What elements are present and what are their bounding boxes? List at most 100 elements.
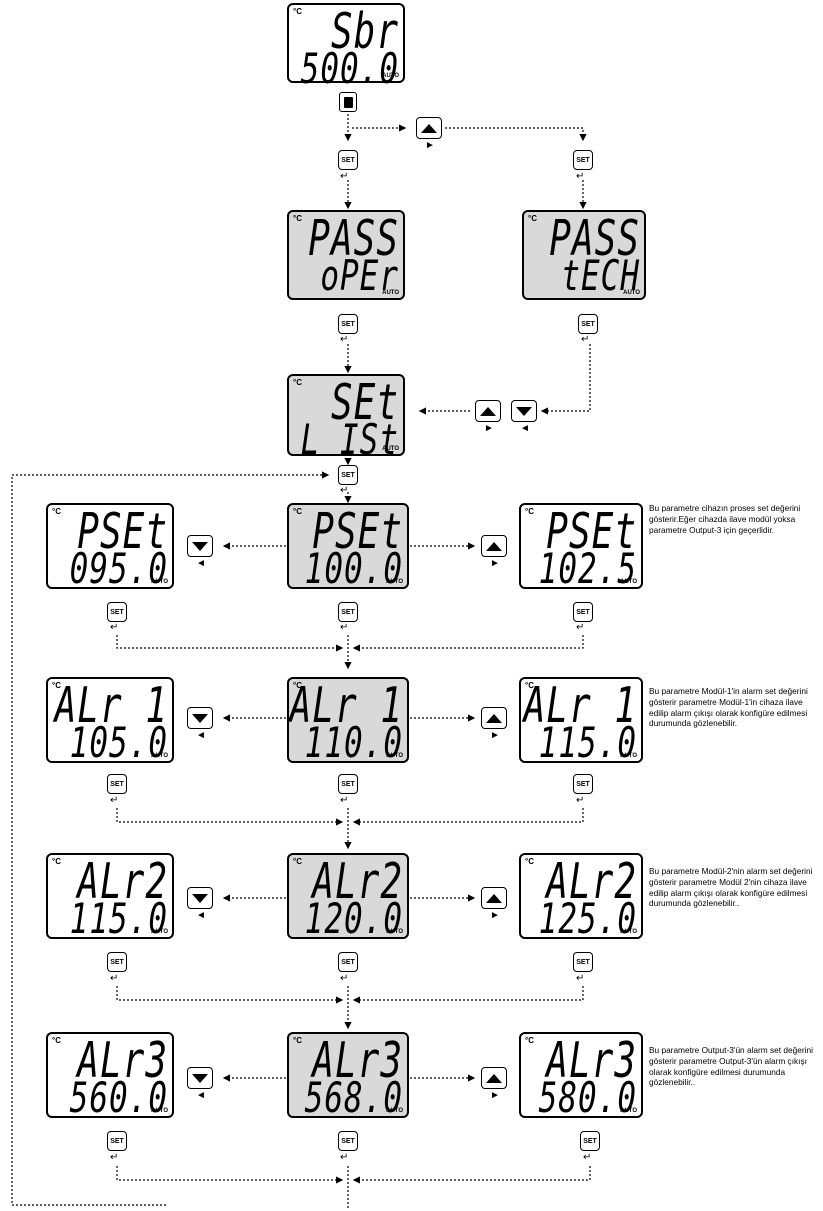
up-arrow-icon	[486, 713, 502, 723]
set-button[interactable]: SET	[573, 774, 593, 794]
set-button[interactable]: SET	[338, 1131, 358, 1151]
set-button[interactable]: SET	[338, 150, 358, 170]
up-arrow-key[interactable]	[481, 707, 507, 729]
set-button-label: SET	[341, 1137, 355, 1145]
set-button[interactable]: SET	[578, 314, 598, 334]
left-indicator-icon: ◄	[196, 910, 206, 921]
display-mode: AUTO	[151, 1108, 168, 1114]
set-button-label: SET	[110, 958, 124, 966]
set-button-label: SET	[576, 156, 590, 164]
enter-icon: ↵	[340, 795, 349, 806]
display-pset-current: °C PSEt 100.0 AUTO	[287, 503, 409, 594]
set-button[interactable]: SET	[107, 1131, 127, 1151]
display-mode: AUTO	[151, 579, 168, 585]
down-arrow-key[interactable]	[187, 1067, 213, 1089]
display-mode: AUTO	[386, 1108, 403, 1114]
display-pset-increased: °C PSEt 102.5 AUTO	[519, 503, 643, 594]
down-arrow-key[interactable]	[187, 887, 213, 909]
display-mode: AUTO	[620, 579, 637, 585]
enter-icon: ↵	[340, 485, 349, 496]
set-button[interactable]: SET	[573, 602, 593, 622]
display-line1: ALr 1	[523, 679, 637, 735]
document-icon	[343, 96, 353, 108]
set-button-label: SET	[581, 320, 595, 328]
display-unit: °C	[528, 214, 537, 223]
set-button-label: SET	[341, 471, 355, 479]
display-unit: °C	[52, 1036, 61, 1045]
set-button[interactable]: SET	[107, 952, 127, 972]
connector	[116, 635, 344, 652]
display-pass-oper: °C PASS oPEr AUTO	[287, 210, 405, 301]
display-line1: ALr2	[77, 855, 168, 911]
set-button-label: SET	[341, 320, 355, 328]
set-button-label: SET	[576, 780, 590, 788]
enter-icon: ↵	[340, 622, 349, 633]
display-mode: AUTO	[623, 290, 640, 296]
menu-document-key[interactable]	[339, 92, 357, 112]
down-arrow-key[interactable]	[511, 400, 537, 422]
down-arrow-icon	[192, 1073, 208, 1083]
connector	[445, 127, 587, 142]
display-mode: AUTO	[620, 753, 637, 759]
set-button[interactable]: SET	[107, 602, 127, 622]
up-arrow-key[interactable]	[481, 535, 507, 557]
set-button[interactable]: SET	[573, 150, 593, 170]
display-alr2-increased: °C ALr2 125.0 AUTO	[519, 853, 643, 944]
display-mode: AUTO	[151, 753, 168, 759]
enter-icon: ↵	[110, 973, 119, 984]
display-line1: ALr 1	[54, 679, 168, 735]
right-indicator-icon: ►	[425, 140, 435, 151]
enter-icon: ↵	[110, 1152, 119, 1163]
set-button[interactable]: SET	[107, 774, 127, 794]
up-arrow-key[interactable]	[481, 1067, 507, 1089]
enter-icon: ↵	[340, 1152, 349, 1163]
connector	[352, 635, 584, 652]
display-line1: ALr2	[546, 855, 637, 911]
connector	[116, 986, 344, 1004]
enter-icon: ↵	[583, 1152, 592, 1163]
display-mode: AUTO	[386, 753, 403, 759]
display-mode: AUTO	[382, 290, 399, 296]
up-arrow-key[interactable]	[416, 117, 442, 139]
display-line2: tECH	[561, 252, 640, 301]
display-line1: SEt	[330, 376, 399, 432]
down-arrow-key[interactable]	[187, 535, 213, 557]
right-indicator-icon: ►	[490, 558, 500, 569]
display-line1: Sbr	[330, 5, 399, 61]
left-indicator-icon: ◄	[196, 730, 206, 741]
set-button-label: SET	[576, 958, 590, 966]
display-line2: 580.0	[538, 1074, 637, 1123]
up-arrow-key[interactable]	[475, 400, 501, 422]
display-alr2-current: °C ALr2 120.0 AUTO	[287, 853, 409, 944]
right-indicator-icon: ►	[490, 910, 500, 921]
display-line1: PASS	[308, 212, 399, 268]
display-line2: 120.0	[304, 895, 403, 944]
set-button[interactable]: SET	[338, 774, 358, 794]
down-arrow-icon	[192, 541, 208, 551]
display-line2: L ISt	[300, 416, 399, 465]
display-line1: PSEt	[77, 505, 168, 561]
display-line2: 115.0	[538, 719, 637, 768]
set-button-label: SET	[583, 1137, 597, 1145]
down-arrow-key[interactable]	[187, 707, 213, 729]
display-unit: °C	[293, 214, 302, 223]
set-button-label: SET	[110, 608, 124, 616]
up-arrow-key[interactable]	[481, 887, 507, 909]
set-button-label: SET	[341, 780, 355, 788]
display-pset-decreased: °C PSEt 095.0 AUTO	[46, 503, 174, 594]
display-mode: AUTO	[386, 929, 403, 935]
display-mode: AUTO	[620, 929, 637, 935]
set-button[interactable]: SET	[580, 1131, 600, 1151]
set-button[interactable]: SET	[338, 602, 358, 622]
set-button[interactable]: SET	[338, 952, 358, 972]
display-line1: ALr3	[312, 1034, 403, 1090]
down-arrow-icon	[192, 893, 208, 903]
display-line1: PASS	[549, 212, 640, 268]
set-button[interactable]: SET	[338, 465, 358, 485]
set-button[interactable]: SET	[573, 952, 593, 972]
set-button-label: SET	[341, 958, 355, 966]
display-start: °C Sbr 500.0 AUTO	[287, 3, 405, 94]
display-unit: °C	[525, 1036, 534, 1045]
set-button[interactable]: SET	[338, 314, 358, 334]
